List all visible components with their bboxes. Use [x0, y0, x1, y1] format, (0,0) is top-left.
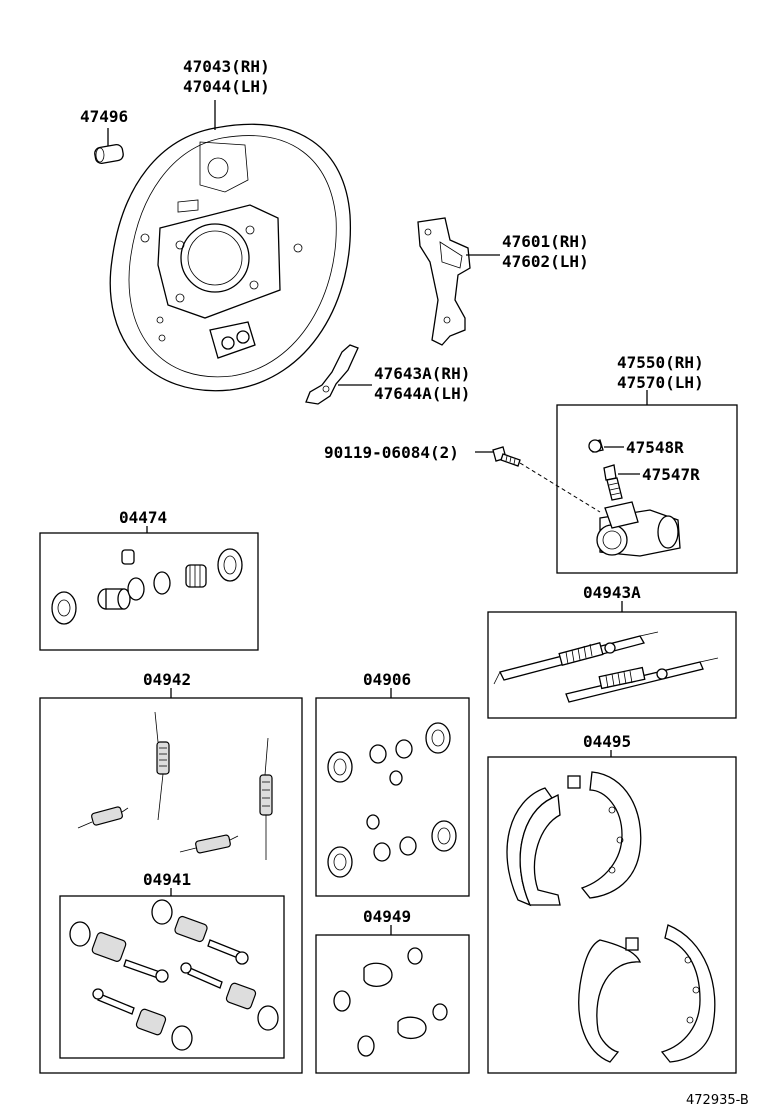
kit-04941-box	[59, 895, 285, 1059]
plug-47496	[94, 143, 124, 165]
label-47548r: 47548R	[626, 438, 684, 457]
backing-plate	[109, 123, 352, 392]
adjuster-strut	[305, 344, 359, 405]
kit-04943a-parts	[493, 631, 719, 703]
bolt-90119	[492, 446, 521, 467]
kit-04949-parts	[333, 947, 448, 1057]
label-47602: 47602(LH)	[502, 252, 589, 271]
label-47644a: 47644A(LH)	[374, 384, 470, 403]
label-47601: 47601(RH)	[502, 232, 589, 251]
label-04943a: 04943A	[583, 583, 641, 602]
label-04941: 04941	[143, 870, 191, 889]
label-47043: 47043(RH)	[183, 57, 270, 76]
brake-shoes	[506, 771, 716, 1063]
kit-04906-box	[315, 697, 470, 897]
label-04942: 04942	[143, 670, 191, 689]
parking-lever	[417, 217, 471, 346]
kit-04949-box	[315, 934, 470, 1074]
bleeder-screw	[603, 464, 623, 501]
kit-04474-parts	[51, 548, 243, 625]
label-04474: 04474	[119, 508, 167, 527]
kit-04474-box	[39, 532, 259, 651]
label-47044: 47044(LH)	[183, 77, 270, 96]
label-47547r: 47547R	[642, 465, 700, 484]
kit-04906-parts	[327, 722, 457, 878]
label-04949: 04949	[363, 907, 411, 926]
label-90119: 90119-06084(2)	[324, 443, 459, 462]
label-47496: 47496	[80, 107, 128, 126]
kit-04941-parts	[69, 899, 279, 1051]
label-47550: 47550(RH)	[617, 353, 704, 372]
wheel-cylinder-box	[556, 404, 738, 574]
label-47643a: 47643A(RH)	[374, 364, 470, 383]
kit-04942-box	[39, 697, 303, 1074]
bleeder-cap	[588, 439, 604, 453]
kit-04942-springs	[77, 711, 273, 860]
label-04906: 04906	[363, 670, 411, 689]
kit-04495-box	[487, 756, 737, 1074]
label-47570: 47570(LH)	[617, 373, 704, 392]
wheel-cylinder	[596, 501, 681, 557]
kit-04943a-box	[487, 611, 737, 719]
figure-number: 472935-B	[686, 1093, 749, 1108]
label-04495: 04495	[583, 732, 631, 751]
